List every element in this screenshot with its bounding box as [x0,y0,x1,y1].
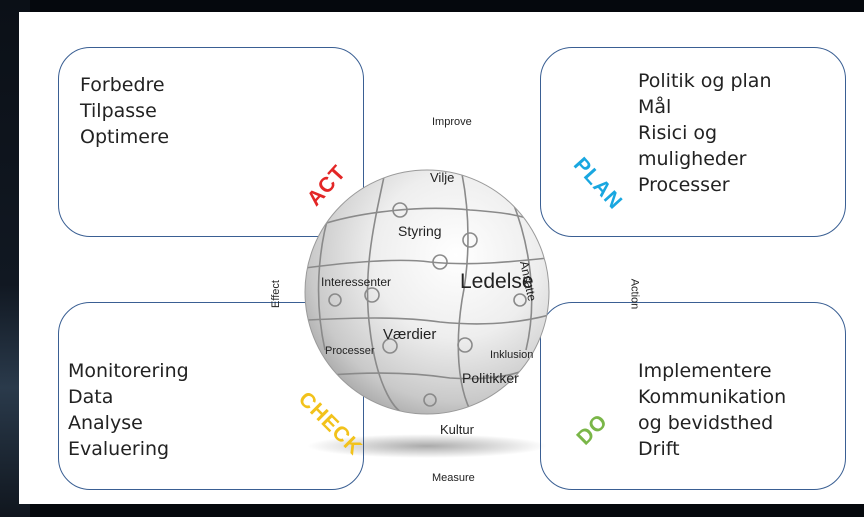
improve-label: Improve [432,116,472,128]
plan-box-list: Politik og plan Mål Risici og muligheder… [638,68,771,198]
check-item: Data [68,386,114,408]
do-item: Drift [638,438,680,460]
piece-interessenter: Interessenter [321,275,391,289]
plan-item: muligheder [638,148,747,170]
sphere-outline [304,169,550,415]
piece-politikker: Politikker [462,370,519,386]
piece-processer: Processer [325,345,375,357]
do-box [540,302,846,490]
piece-vilje: Vilje [430,170,454,185]
check-item: Monitorering [68,360,189,382]
do-item: Implementere [638,360,772,382]
do-item: Kommunikation [638,386,787,408]
measure-label: Measure [432,472,475,484]
piece-kultur: Kultur [440,422,475,437]
act-item: Forbedre [80,74,165,96]
check-item: Evaluering [68,438,170,460]
piece-styring: Styring [398,223,442,239]
sphere-shadow [307,434,547,458]
act-box [58,47,364,237]
plan-item: Risici og [638,122,718,144]
check-box-list: Monitorering Data Analyse Evaluering [68,358,189,462]
plan-box [540,47,846,237]
sphere-body [305,170,549,414]
do-box-list: Implementere Kommunikation og bevidsthed… [638,358,786,462]
plan-item: Politik og plan [638,70,772,92]
puzzle-seams [305,171,549,414]
piece-inklusion: Inklusion [490,349,533,361]
plan-item: Mål [638,96,672,118]
piece-vaerdier: Værdier [383,326,436,343]
act-item: Optimere [80,126,170,148]
effect-label: Effect [269,280,282,308]
plan-item: Processer [638,174,730,196]
action-label: Action [628,278,641,310]
act-box-list: Forbedre Tilpasse Optimere [80,72,169,150]
act-item: Tilpasse [80,100,157,122]
piece-ledelse: Ledelse [460,270,534,293]
check-item: Analyse [68,412,143,434]
do-item: og bevidsthed [638,412,774,434]
